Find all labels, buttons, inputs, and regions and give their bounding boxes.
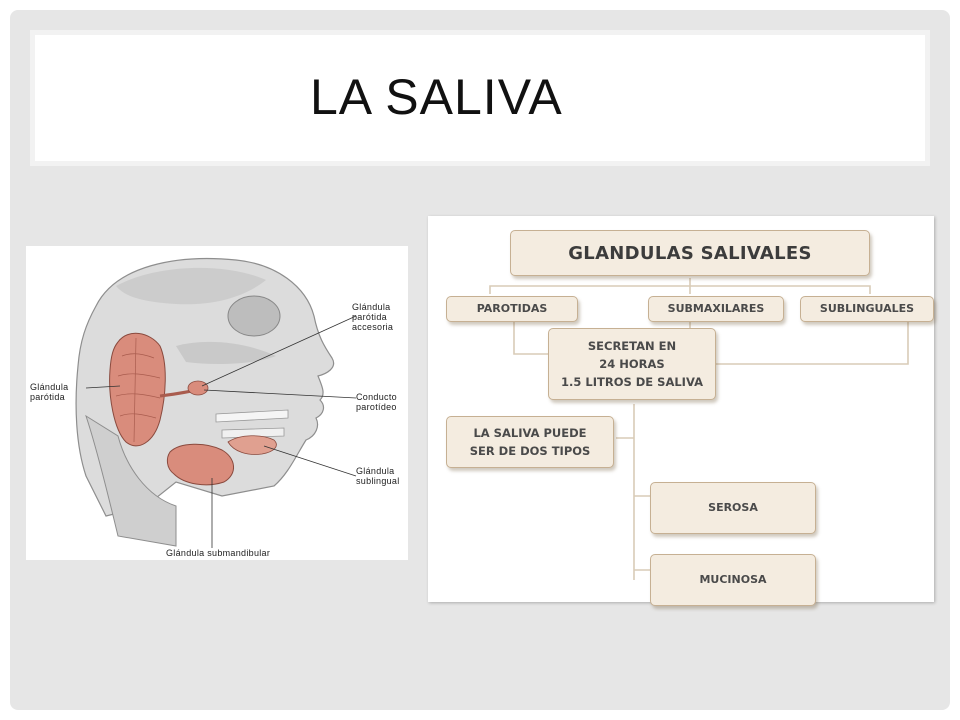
connector-parotidas-secretan bbox=[513, 322, 548, 355]
submandibular-gland bbox=[166, 443, 234, 486]
upper-teeth bbox=[215, 409, 289, 423]
slide: LA SALIVA bbox=[10, 10, 950, 710]
parotid-lobules bbox=[115, 337, 161, 443]
eye-orbit bbox=[227, 295, 281, 337]
connector-sublinguales-secretan bbox=[716, 322, 909, 365]
node-saliva-tipos: LA SALIVA PUEDE SER DE DOS TIPOS bbox=[446, 416, 614, 468]
title-box bbox=[30, 30, 930, 166]
label-submandibular: Glándula submandibular bbox=[166, 548, 271, 558]
lower-teeth bbox=[221, 427, 285, 439]
salivary-glands-illustration: Glándula parótida accesoria Glándula par… bbox=[26, 246, 408, 560]
label-sublingual: Glándula sublingual bbox=[356, 466, 400, 486]
node-serosa: SEROSA bbox=[650, 482, 816, 534]
node-secretan: SECRETAN EN 24 HORAS 1.5 LITROS DE SALIV… bbox=[548, 328, 716, 400]
node-glandulas-salivales: GLANDULAS SALIVALES bbox=[510, 230, 870, 276]
node-mucinosa: MUCINOSA bbox=[650, 554, 816, 606]
concept-map-connectors bbox=[489, 278, 909, 580]
accessory-parotid bbox=[187, 380, 209, 396]
sublingual-gland bbox=[227, 435, 277, 455]
label-parotida-accesoria: Glándula parótida accesoria bbox=[352, 302, 394, 332]
connector-secretan-types bbox=[616, 404, 650, 580]
cranium-shading bbox=[116, 267, 266, 305]
label-parotida: Glándula parótida bbox=[30, 382, 69, 402]
leader-lines bbox=[85, 315, 357, 548]
slide-title: LA SALIVA bbox=[310, 69, 563, 125]
neck-spine bbox=[85, 414, 177, 547]
node-sublinguales: SUBLINGUALES bbox=[800, 296, 934, 322]
connector-root-branches bbox=[489, 278, 871, 294]
label-conducto-parotideo: Conducto parotídeo bbox=[356, 392, 397, 412]
head-anatomy-drawing bbox=[75, 257, 357, 548]
cheekbone bbox=[176, 341, 276, 364]
node-parotidas: PAROTIDAS bbox=[446, 296, 578, 322]
node-submaxilares: SUBMAXILARES bbox=[648, 296, 784, 322]
salivary-glands-concept-map: GLANDULAS SALIVALES PAROTIDAS SUBMAXILAR… bbox=[428, 216, 934, 606]
parotid-gland bbox=[109, 332, 166, 447]
